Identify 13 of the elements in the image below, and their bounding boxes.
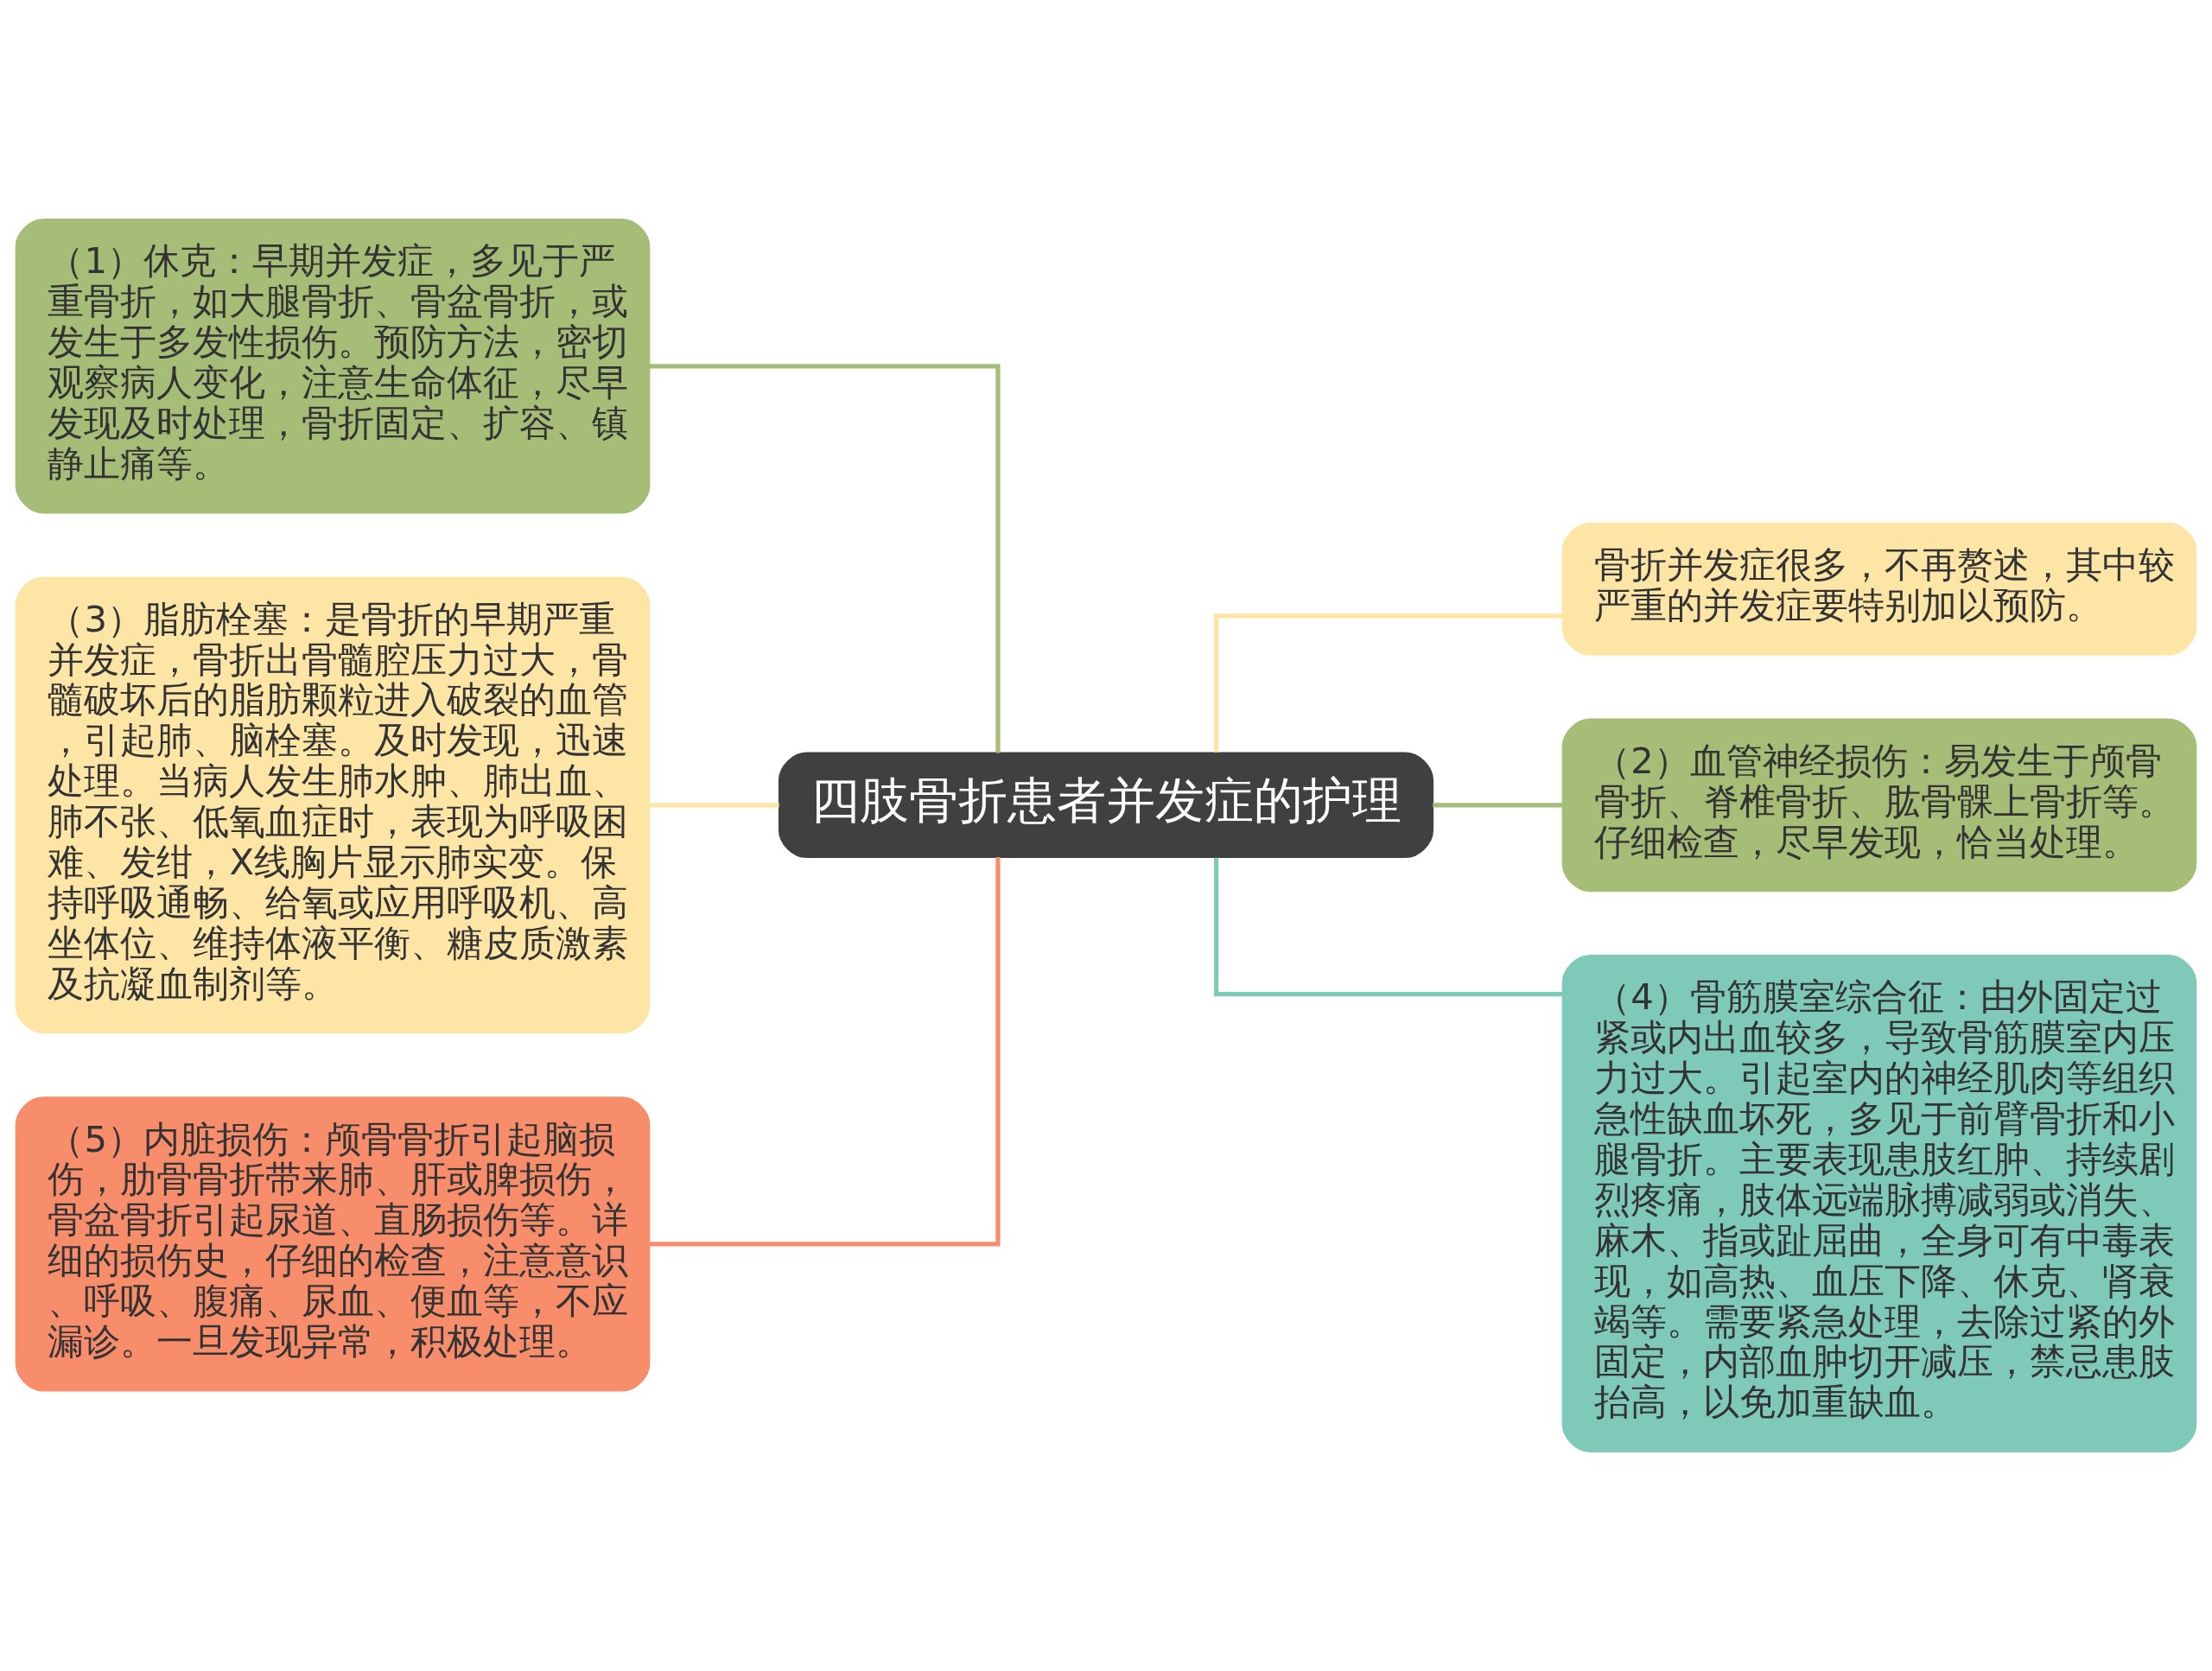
connector bbox=[1214, 613, 1563, 753]
node-box: （1）休克：早期并发症，多见于严重骨折，如大腿骨折、骨盆骨折，或发生于多发性损伤。预防方法，密切观察病人变化，注意生命体征，尽早发现及时处理，骨折固定、扩容、镇静止痛等。 bbox=[15, 219, 651, 514]
connector bbox=[1214, 857, 1563, 997]
connector bbox=[649, 857, 1001, 1247]
node-box: （5）内脏损伤：颅骨骨折引起脑损伤，肋骨骨折带来肺、肝或脾损伤，骨盆骨折引起尿道、直肠损伤等。详细的损伤史，仔细的检查，注意意识、呼吸、腹痛、尿血、便血等，不应漏诊。一旦发现异常，积极处理。 bbox=[15, 1096, 651, 1392]
node-box: 骨折并发症很多，不再赘述，其中较严重的并发症要特别加以预防。 bbox=[1561, 522, 2197, 656]
connector bbox=[649, 803, 779, 808]
node-box: 四肢骨折患者并发症的护理 bbox=[778, 752, 1434, 859]
node-box: （4）骨筋膜室综合征：由外固定过紧或内出血较多，导致骨筋膜室内压力过大。引起室内的神经肌肉等组织急性缺血坏死，多见于前臂骨折和小腿骨折。主要表现患肢红肿、持续剧烈疼痛，肢体远端脉搏减弱或消失、麻木、指或趾屈曲，全身可有中毒表现，如高热、血压下降、休克、肾衰竭等。需要紧急处理，去除过紧的外固定，内部血肿切开减压，禁忌患肢抬高，以免加重缺血。 bbox=[1561, 955, 2197, 1452]
connector bbox=[649, 364, 1001, 753]
connector bbox=[1433, 803, 1563, 808]
node-box: （2）血管神经损伤：易发生于颅骨骨折、脊椎骨折、肱骨髁上骨折等。仔细检查，尽早发现，恰当处理。 bbox=[1561, 718, 2197, 893]
node-box: （3）脂肪栓塞：是骨折的早期严重并发症，骨折出骨髓腔压力过大，骨髓破坏后的脂肪颗粒进入破裂的血管，引起肺、脑栓塞。及时发现，迅速处理。当病人发生肺水肿、肺出血、肺不张、低氧血症时，表现为呼吸困难、发绀，X线胸片显示肺实变。保持呼吸通畅、给氧或应用呼吸机、高坐体位、维持体液平衡、糖皮质激素及抗凝血制剂等。 bbox=[15, 576, 651, 1034]
